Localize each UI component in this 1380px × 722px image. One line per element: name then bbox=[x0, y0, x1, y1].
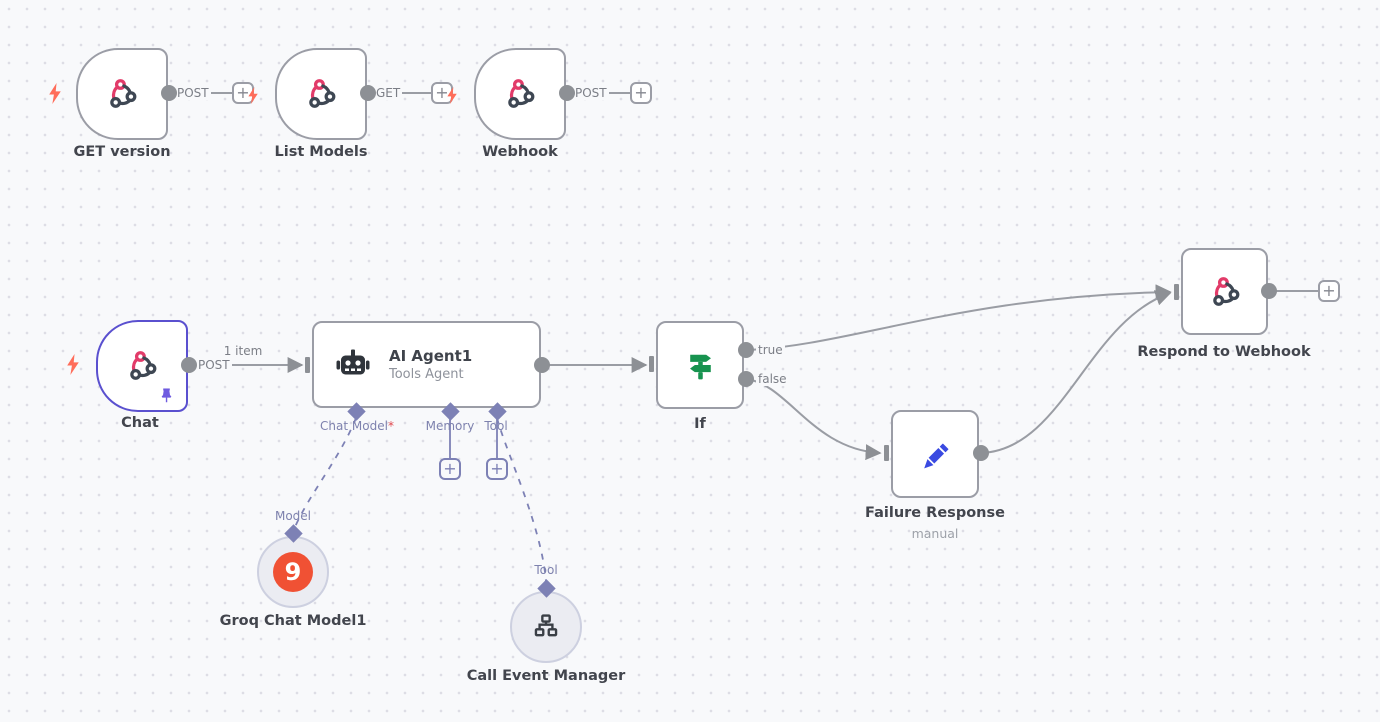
node-groq-chat-model[interactable]: 9 bbox=[257, 536, 329, 608]
groq-icon: 9 bbox=[273, 552, 313, 592]
add-node-button-list-models[interactable] bbox=[431, 82, 457, 104]
node-label-get-version: GET version bbox=[73, 144, 171, 160]
agent-subtitle: Tools Agent bbox=[389, 366, 464, 382]
chat-model-port-text: Chat Model bbox=[320, 419, 388, 433]
output-connector-list-models[interactable] bbox=[360, 85, 376, 101]
method-label-list-models: GET bbox=[374, 86, 403, 100]
node-if[interactable] bbox=[656, 321, 744, 409]
if-signpost-icon bbox=[689, 354, 711, 379]
input-connector-respond[interactable] bbox=[1174, 284, 1179, 300]
node-label-failure: Failure Response bbox=[865, 505, 1005, 521]
output-connector-get-version[interactable] bbox=[161, 85, 177, 101]
agent-text-block: AI Agent1 Tools Agent bbox=[389, 346, 472, 384]
add-memory-button[interactable] bbox=[439, 458, 461, 480]
webhook-icon bbox=[1212, 276, 1239, 306]
add-node-button-webhook[interactable] bbox=[630, 82, 652, 104]
node-get-version[interactable] bbox=[76, 48, 168, 140]
items-count-label: 1 item bbox=[221, 344, 265, 358]
tool-port-label-cem: Tool bbox=[534, 563, 558, 577]
agent-title: AI Agent1 bbox=[389, 346, 473, 365]
add-node-button-get-version[interactable] bbox=[232, 82, 258, 104]
output-connector-if-true[interactable] bbox=[738, 342, 754, 358]
trigger-bolt-icon bbox=[447, 87, 457, 104]
workflow-tool-icon bbox=[534, 614, 558, 637]
chat-model-port-label: Chat Model* bbox=[320, 419, 394, 433]
wire-if-false-to-failure bbox=[745, 378, 882, 461]
output-connector-if-false[interactable] bbox=[738, 371, 754, 387]
output-connector-chat[interactable] bbox=[181, 357, 197, 373]
memory-port-label: Memory bbox=[425, 419, 475, 433]
if-false-label: false bbox=[756, 372, 789, 386]
node-label-chat: Chat bbox=[121, 415, 159, 431]
output-connector-ai-agent[interactable] bbox=[534, 357, 550, 373]
node-label-list-models: List Models bbox=[274, 144, 368, 160]
node-label-call-event-manager: Call Event Manager bbox=[466, 668, 626, 684]
node-label-webhook: Webhook bbox=[482, 144, 558, 160]
input-connector-ai-agent[interactable] bbox=[305, 357, 310, 373]
output-connector-failure[interactable] bbox=[973, 445, 989, 461]
input-connector-if[interactable] bbox=[649, 356, 654, 372]
node-webhook[interactable] bbox=[474, 48, 566, 140]
if-true-label: true bbox=[756, 343, 785, 357]
node-ai-agent[interactable]: AI Agent1 Tools Agent bbox=[312, 321, 541, 408]
output-connector-webhook[interactable] bbox=[559, 85, 575, 101]
webhook-icon bbox=[110, 79, 137, 108]
node-chat[interactable] bbox=[96, 320, 188, 412]
node-failure-response[interactable] bbox=[891, 410, 979, 498]
wire-tool-to-call-event-manager bbox=[496, 417, 547, 582]
method-label-chat: POST bbox=[196, 358, 232, 372]
node-call-event-manager[interactable] bbox=[510, 591, 582, 663]
add-tool-button[interactable] bbox=[486, 458, 508, 480]
node-respond-to-webhook[interactable] bbox=[1181, 248, 1268, 335]
method-label-get-version: POST bbox=[175, 86, 211, 100]
edit-pencil-icon bbox=[923, 443, 949, 468]
robot-icon bbox=[336, 349, 370, 375]
trigger-bolt-icon bbox=[248, 87, 258, 104]
output-connector-respond[interactable] bbox=[1261, 283, 1277, 299]
model-port-label-groq: Model bbox=[274, 509, 312, 523]
node-sublabel-failure: manual bbox=[911, 526, 959, 541]
webhook-icon bbox=[508, 79, 535, 108]
required-marker: * bbox=[387, 419, 394, 433]
wire-if-true-to-respond bbox=[745, 284, 1172, 351]
trigger-bolt-icon bbox=[67, 354, 79, 375]
pinned-data-icon bbox=[161, 388, 172, 403]
add-node-button-respond[interactable] bbox=[1318, 280, 1340, 302]
webhook-icon bbox=[309, 79, 336, 108]
node-label-respond: Respond to Webhook bbox=[1137, 344, 1311, 360]
webhook-icon bbox=[130, 351, 157, 380]
method-label-webhook: POST bbox=[573, 86, 609, 100]
node-label-if: If bbox=[694, 416, 706, 432]
tool-port-label: Tool bbox=[484, 419, 508, 433]
trigger-bolt-icon bbox=[49, 83, 61, 104]
node-label-groq: Groq Chat Model1 bbox=[219, 613, 367, 629]
input-connector-failure[interactable] bbox=[884, 445, 889, 461]
groq-glyph: 9 bbox=[284, 558, 302, 586]
wire-chat-model-to-groq bbox=[294, 417, 357, 528]
wire-failure-to-respond bbox=[980, 290, 1172, 454]
node-list-models[interactable] bbox=[275, 48, 367, 140]
